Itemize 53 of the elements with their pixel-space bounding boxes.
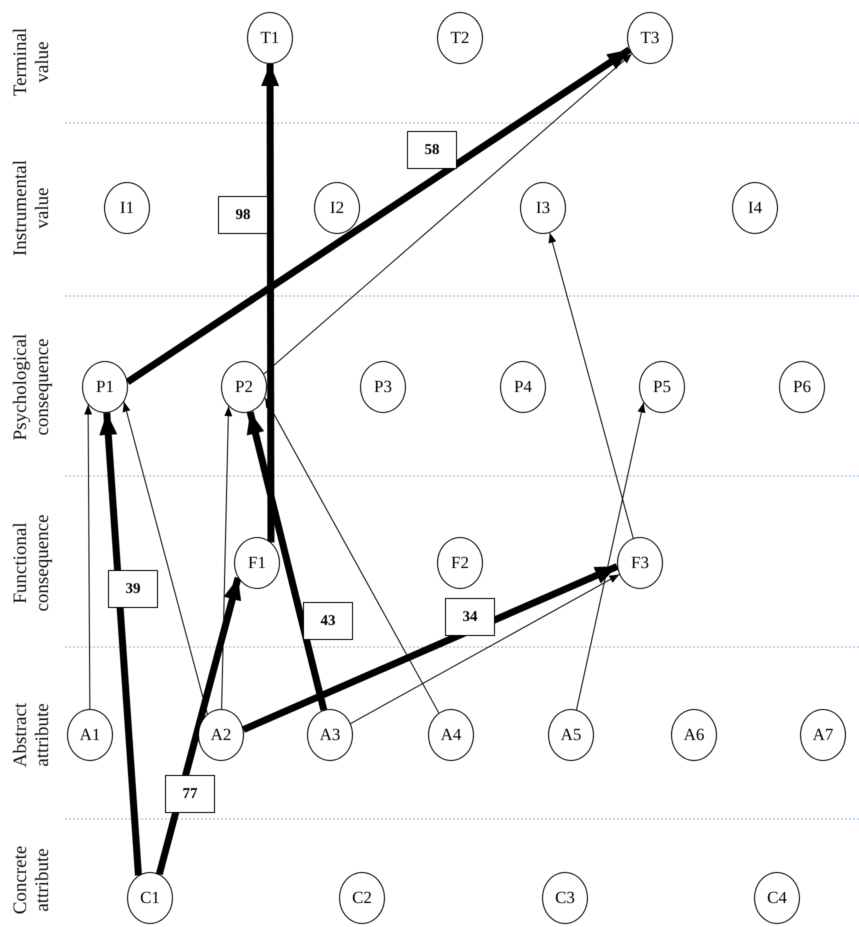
node-circle: I3 xyxy=(520,182,566,234)
node-circle: C2 xyxy=(339,872,385,924)
node-circle: T3 xyxy=(627,12,673,64)
node-circle: P5 xyxy=(639,361,685,413)
node-circle: I4 xyxy=(732,182,778,234)
arrow xyxy=(246,411,328,711)
node-circle: I2 xyxy=(314,182,360,234)
node-circle: P3 xyxy=(360,361,406,413)
edge-label: 77 xyxy=(165,775,215,813)
arrow xyxy=(84,404,92,710)
arrow xyxy=(221,406,232,710)
row-label: Functional consequence xyxy=(10,513,54,614)
node-circle: A6 xyxy=(671,709,717,761)
node-circle: P2 xyxy=(221,361,267,413)
edge-label: 98 xyxy=(218,196,268,234)
node-circle: C1 xyxy=(127,872,173,924)
node-circle: P6 xyxy=(779,361,825,413)
node-circle: P1 xyxy=(82,361,128,413)
arrow xyxy=(122,401,208,715)
arrow xyxy=(99,412,142,876)
node-circle: F3 xyxy=(617,537,663,589)
arrow xyxy=(263,53,632,374)
arrow xyxy=(350,574,620,724)
row-label: Psychological consequence xyxy=(10,332,54,442)
node-circle: C4 xyxy=(754,872,800,924)
node-circle: T1 xyxy=(247,12,293,64)
node-circle: A1 xyxy=(67,709,113,761)
node-circle: A7 xyxy=(800,709,846,761)
node-circle: F1 xyxy=(234,537,280,589)
edge-label: 43 xyxy=(303,602,353,640)
arrow xyxy=(576,402,646,710)
node-circle: A4 xyxy=(428,709,474,761)
row-label: Abstract attribute xyxy=(10,702,54,770)
arrow xyxy=(264,397,440,714)
node-circle: A2 xyxy=(198,709,244,761)
node-circle: A3 xyxy=(307,709,353,761)
arrow xyxy=(156,576,242,876)
edge-label: 39 xyxy=(108,570,158,608)
arrow xyxy=(261,64,280,542)
node-circle: F2 xyxy=(437,537,483,589)
node-circle: C3 xyxy=(542,872,588,924)
node-circle: P4 xyxy=(500,361,546,413)
row-label: Terminal value xyxy=(10,26,54,98)
node-circle: A5 xyxy=(548,709,594,761)
row-label: Instrumental value xyxy=(10,158,54,258)
arrow xyxy=(242,563,619,733)
arrow xyxy=(126,46,632,385)
node-circle: T2 xyxy=(437,12,483,64)
edge-label: 58 xyxy=(407,131,457,169)
arrow xyxy=(548,232,634,539)
node-circle: I1 xyxy=(104,182,150,234)
edge-label: 34 xyxy=(445,598,495,636)
row-label: Concrete attribute xyxy=(10,844,54,916)
